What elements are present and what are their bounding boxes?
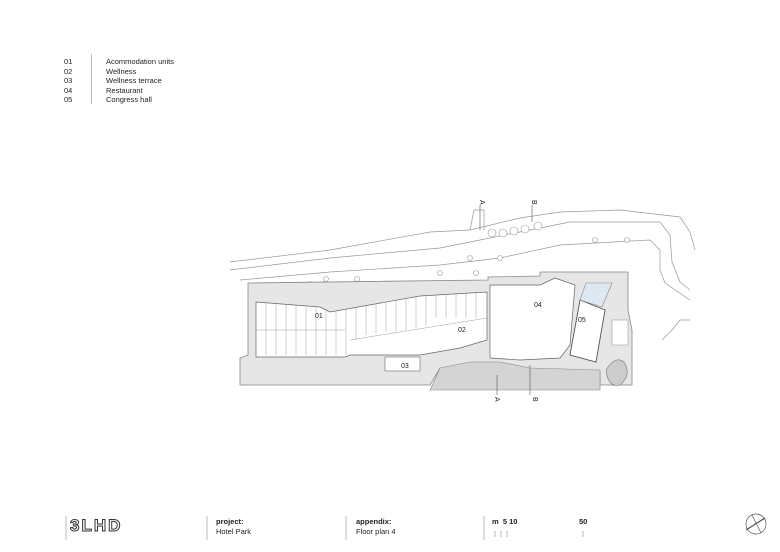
section-lines (479, 205, 533, 395)
north-arrow-icon (745, 513, 767, 535)
annex (611, 319, 629, 346)
zone-label-05: 05 (578, 317, 586, 324)
landscape-lines (229, 209, 696, 341)
footer-dividers (65, 516, 485, 540)
appendix-label: appendix: (356, 517, 392, 526)
legend-num: 04 (64, 85, 73, 95)
scale-mark: 50 (579, 517, 588, 526)
legend: 01 Acommodation units 02 Wellness 03 Wellne… (64, 57, 174, 105)
pool (579, 282, 613, 308)
legend-label: Congress hall (106, 95, 152, 105)
unit-walls (256, 292, 488, 355)
legend-num: 01 (64, 57, 73, 66)
logo: 3LHD (69, 516, 123, 536)
legend-num: 02 (64, 66, 73, 76)
appendix-block: appendix: Floor plan 4 (356, 517, 396, 537)
legend-item: 01 Acommodation units (64, 57, 174, 67)
legend-label: Wellness (106, 66, 137, 76)
scale-mark: 10 (509, 517, 518, 526)
scale-unit: m (492, 517, 499, 526)
project-value: Hotel Park (216, 527, 252, 536)
scale-mark: 5 (502, 517, 508, 526)
legend-item: 04 Restaurant (64, 86, 174, 96)
restaurant-block (489, 277, 576, 361)
zone-label-02: 02 (458, 327, 466, 334)
scale-bar (494, 531, 584, 537)
appendix-value: Floor plan 4 (356, 527, 396, 536)
roundabout (605, 359, 628, 386)
zone-label-01: 01 (315, 313, 323, 320)
project-label: project: (216, 517, 244, 526)
legend-num: 03 (64, 76, 73, 86)
scale-labels: m 5 10 (492, 517, 517, 527)
section-a-bottom: A (493, 397, 500, 402)
accommodation-wing (255, 291, 488, 358)
legend-divider (91, 54, 92, 104)
congress-hall (569, 299, 606, 363)
section-b-bottom: B (531, 397, 538, 402)
legend-label: Wellness terrace (106, 76, 162, 86)
section-a-top: A (478, 200, 485, 205)
legend-item: 03 Wellness terrace (64, 76, 174, 86)
zone-label-04: 04 (534, 302, 542, 309)
legend-item: 02 Wellness (64, 67, 174, 77)
legend-item: 05 Congress hall (64, 95, 174, 105)
legend-num: 05 (64, 95, 73, 105)
legend-label: Restaurant (106, 85, 143, 95)
project-block: project: Hotel Park (216, 517, 251, 537)
access-road (429, 361, 601, 391)
legend-label: Acommodation units (106, 57, 174, 66)
section-b-top: B (530, 200, 537, 205)
wellness-terrace (384, 356, 421, 372)
zone-label-03: 03 (401, 363, 409, 370)
